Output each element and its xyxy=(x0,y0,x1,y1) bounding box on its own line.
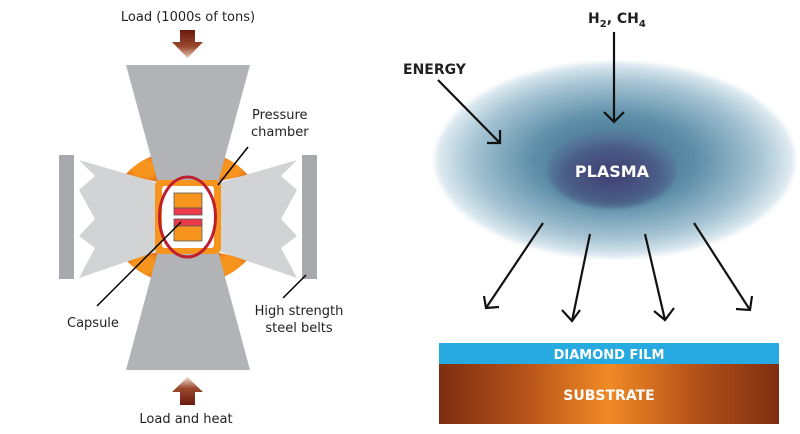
left-side-anvil xyxy=(79,160,158,278)
cvd-process-diagram: H2, CH4 ENERGY PLASMA xyxy=(403,11,795,424)
diamond-film-label: DIAMOND FILM xyxy=(554,348,665,363)
energy-arrow-icon xyxy=(437,79,502,145)
gas-input-arrow-icon xyxy=(603,32,625,124)
top-anvil xyxy=(126,65,250,183)
pressure-chamber-label-line1: Pressure xyxy=(252,108,308,123)
deposition-arrow-2 xyxy=(561,233,592,323)
capsule-leader-line xyxy=(96,221,182,307)
bottom-anvil xyxy=(126,251,250,370)
deposition-arrow-1 xyxy=(482,222,544,310)
top-load-arrow-icon xyxy=(172,30,203,58)
deposition-arrow-icons xyxy=(482,222,754,323)
top-load-label: Load (1000s of tons) xyxy=(121,10,255,25)
pressure-chamber-leader-line xyxy=(217,146,249,186)
diamond-film-layer xyxy=(439,343,779,364)
plasma-label: PLASMA xyxy=(575,162,650,181)
gas-input-label: H2, CH4 xyxy=(588,11,646,30)
capsule xyxy=(173,192,203,242)
substrate-label: SUBSTRATE xyxy=(563,388,654,404)
left-steel-belt xyxy=(59,155,74,279)
substrate-layer xyxy=(439,364,779,424)
capsule-highlight-ring xyxy=(158,175,217,259)
bottom-load-label: Load and heat xyxy=(139,412,232,427)
hpht-press-diagram: Load (1000s of tons) xyxy=(59,10,343,427)
belts-label-line2: steel belts xyxy=(265,321,333,336)
energy-label: ENERGY xyxy=(403,62,467,78)
belts-leader-line xyxy=(282,274,307,299)
right-side-anvil xyxy=(218,160,297,278)
bottom-load-arrow-icon xyxy=(172,377,203,405)
right-steel-belt xyxy=(302,155,317,279)
pressure-chamber-label-line2: chamber xyxy=(251,125,309,140)
capsule-label: Capsule xyxy=(67,316,119,331)
belts-label-line1: High strength xyxy=(255,304,344,319)
deposition-arrow-3 xyxy=(643,233,675,322)
plasma-core xyxy=(548,132,676,208)
deposition-arrow-4 xyxy=(693,222,754,312)
